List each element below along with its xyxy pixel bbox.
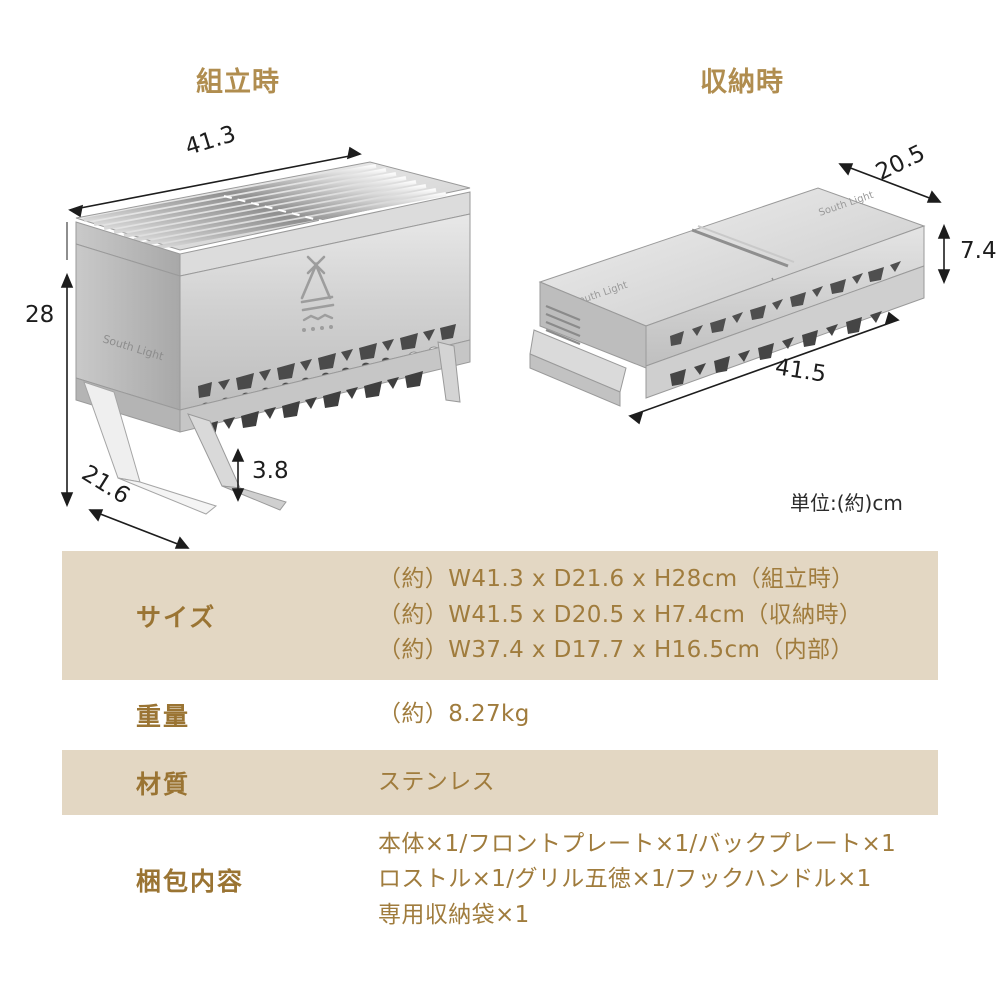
ventilation-holes bbox=[198, 324, 456, 398]
size-line-2: （約）W41.5 x D20.5 x H7.4cm（収納時） bbox=[378, 601, 863, 628]
spec-label-weight: 重量 bbox=[136, 702, 191, 731]
contents-line-3: 専用収納袋×1 bbox=[378, 901, 530, 928]
spec-label-material: 材質 bbox=[136, 769, 191, 799]
material-line-1: ステンレス bbox=[378, 768, 495, 795]
dimension-arrows-folded bbox=[628, 163, 951, 425]
base-vent-holes bbox=[200, 371, 423, 438]
contents-line-2: ロストル×1/グリル五徳×1/フックハンドル×1 bbox=[378, 866, 872, 893]
spec-label-size: サイズ bbox=[136, 602, 217, 632]
table-row: 材質 ステンレス bbox=[62, 750, 938, 815]
dim-label-height-folded: 7.4 bbox=[960, 238, 997, 264]
table-row: 重量 （約）8.27kg bbox=[62, 680, 938, 750]
spec-value-size: （約）W41.3 x D21.6 x H28cm（組立時） （約）W41.5 x… bbox=[378, 562, 938, 669]
spec-label-contents: 梱包内容 bbox=[136, 867, 245, 896]
heading-assembled: 組立時 bbox=[196, 67, 280, 98]
dimension-arrows bbox=[60, 146, 362, 549]
unit-note: 単位:(約)cm bbox=[790, 491, 903, 515]
contents-line-1: 本体×1/フロントプレート×1/バックプレート×1 bbox=[378, 830, 897, 857]
size-line-1: （約）W41.3 x D21.6 x H28cm（組立時） bbox=[378, 566, 855, 593]
folded-grill-diagram: South Light South Light bbox=[520, 130, 997, 460]
grill-legs bbox=[83, 341, 461, 515]
table-row: サイズ （約）W41.3 x D21.6 x H28cm（組立時） （約）W41… bbox=[62, 551, 938, 680]
folded-vent-holes-lower bbox=[670, 311, 882, 386]
folded-grate-bundle bbox=[529, 281, 647, 407]
table-row: 梱包内容 本体×1/フロントプレート×1/バックプレート×1 ロストル×1/グリ… bbox=[62, 815, 938, 945]
folded-vent-holes-upper bbox=[670, 261, 901, 346]
spec-value-material: ステンレス bbox=[378, 765, 938, 801]
grill-grate bbox=[75, 161, 471, 251]
weight-line-1: （約）8.27kg bbox=[378, 701, 530, 728]
size-line-3: （約）W37.4 x D17.7 x H16.5cm（内部） bbox=[378, 637, 854, 664]
spec-value-weight: （約）8.27kg bbox=[378, 697, 938, 733]
dim-label-height-assembled: 28 bbox=[25, 302, 55, 328]
spec-table: サイズ （約）W41.3 x D21.6 x H28cm（組立時） （約）W41… bbox=[62, 551, 938, 945]
assembled-grill-diagram: South Light bbox=[25, 110, 520, 549]
dim-label-leg-assembled: 3.8 bbox=[252, 458, 289, 484]
campfire-logo-icon bbox=[300, 255, 335, 332]
spec-value-contents: 本体×1/フロントプレート×1/バックプレート×1 ロストル×1/グリル五徳×1… bbox=[378, 827, 938, 934]
heading-folded: 収納時 bbox=[700, 67, 784, 98]
